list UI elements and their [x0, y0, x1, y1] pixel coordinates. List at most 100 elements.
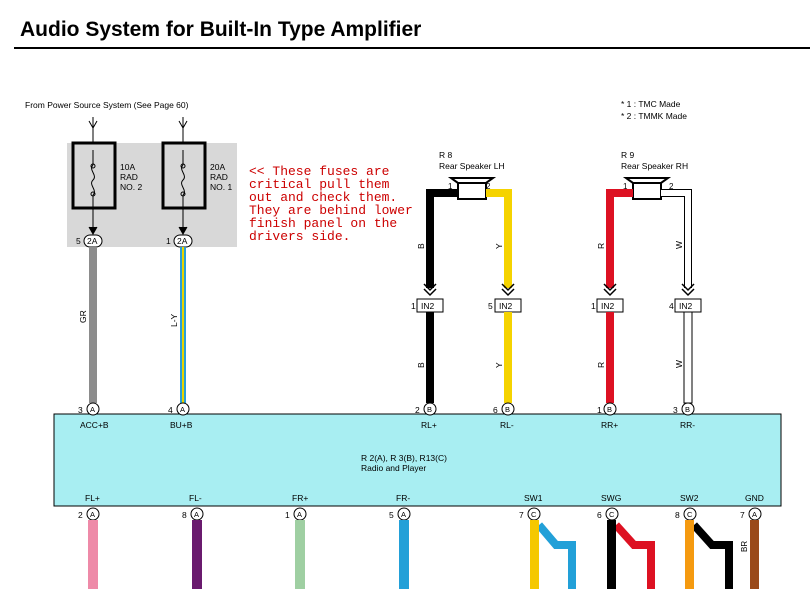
legend-line-2: * 2 : TMMK Made [621, 111, 687, 121]
fuse-amp-1: 10A [120, 162, 135, 172]
in2-label-4: IN2 [679, 301, 693, 311]
wire-y-top [486, 189, 512, 288]
fuse-pin-1: 5 [76, 236, 81, 246]
wire-fl-minus [192, 520, 202, 589]
bot-pin-conn-3: A [297, 510, 302, 519]
wire-fl-plus [88, 520, 98, 589]
top-pin-conn-5: B [607, 405, 612, 414]
speaker-rh-pin2: 2 [669, 182, 674, 191]
speaker-lh-name: Rear Speaker LH [439, 161, 505, 171]
in2-wire-bottom-3: R [596, 362, 606, 368]
fuse-annotation: << These fuses are critical pull them ou… [249, 164, 421, 244]
speaker-lh-pin2: 2 [486, 182, 491, 191]
fuse-rad-no2 [71, 141, 117, 210]
in2-wire-top-3: R [596, 243, 606, 249]
bot-pin-label-2: FL- [189, 493, 202, 503]
top-pin-conn-4: B [505, 405, 510, 414]
fuse-name-2b: NO. 1 [210, 182, 232, 192]
legend-line-1: * 1 : TMC Made [621, 99, 681, 109]
speaker-rh-ref: R 9 [621, 150, 635, 160]
bot-pin-conn-2: A [194, 510, 199, 519]
top-pin-num-3: 2 [415, 405, 420, 415]
in2-chevrons [423, 283, 695, 297]
fuse-name-1b: NO. 2 [120, 182, 142, 192]
wire-fr-plus [295, 520, 305, 589]
in2-wire-bottom-2: Y [494, 362, 504, 368]
in2-pin-4: 4 [669, 301, 674, 311]
wire-swg-b [613, 522, 655, 589]
bot-pin-num-6: 6 [597, 510, 602, 520]
bot-pin-conn-5: C [531, 510, 537, 519]
bot-pin-conn-8: A [752, 510, 757, 519]
title-rule [14, 47, 810, 49]
wire-swg-a [607, 520, 616, 589]
top-pin-num-6: 3 [673, 405, 678, 415]
radio-top-pins: 3 A ACC+B 4 A BU+B 2 B RL+ 6 B RL- 1 B R… [78, 402, 695, 430]
top-pin-conn-3: B [427, 405, 432, 414]
bot-pin-conn-7: C [687, 510, 693, 519]
wire-ly-label: L-Y [169, 313, 179, 327]
wire-w-top [661, 190, 691, 288]
source-arrows [88, 117, 188, 143]
bot-pin-label-3: FR+ [292, 493, 308, 503]
top-pin-label-4: RL- [500, 420, 514, 430]
radio-bottom-pins: FL+ 2 A FL- 8 A FR+ 1 A FR- 5 A SW1 7 C … [78, 493, 764, 521]
bot-pin-conn-6: C [609, 510, 615, 519]
in2-pin-2: 5 [488, 301, 493, 311]
in2-pin-1: 1 [411, 301, 416, 311]
top-pin-label-1: ACC+B [80, 420, 109, 430]
top-pin-num-5: 1 [597, 405, 602, 415]
speaker-lh-icon [447, 177, 497, 200]
top-pin-num-4: 6 [493, 405, 498, 415]
bot-pin-label-4: FR- [396, 493, 410, 503]
in2-label-2: IN2 [499, 301, 513, 311]
in2-wire-top-1: B [416, 243, 426, 249]
fuse-name-2a: RAD [210, 172, 228, 182]
speaker-rh-name: Rear Speaker RH [621, 161, 688, 171]
wire-gr-label: GR [78, 310, 88, 323]
page-title: Audio System for Built-In Type Amplifier [20, 18, 422, 41]
radio-name: Radio and Player [361, 463, 426, 473]
wire-w-bottom [683, 311, 693, 404]
wire-r-bottom [606, 312, 614, 403]
wire-y-bottom [504, 312, 512, 403]
in2-wire-top-4: W [674, 241, 684, 249]
wire-b-top [426, 189, 458, 288]
bot-pin-label-7: SW2 [680, 493, 699, 503]
fuse-rad-no1 [161, 141, 207, 210]
conn-2a-1-label: 2A [87, 236, 98, 246]
in2-wire-bottom-1: B [416, 362, 426, 368]
speaker-rh-pin1: 1 [623, 182, 628, 191]
conn-2a-2-label: 2A [177, 236, 188, 246]
bot-pin-label-6: SWG [601, 493, 621, 503]
wire-sw2-b [691, 522, 733, 589]
top-pin-label-6: RR- [680, 420, 695, 430]
bot-pin-label-8: GND [745, 493, 764, 503]
bot-pin-num-5: 7 [519, 510, 524, 520]
bot-pin-num-1: 2 [78, 510, 83, 520]
bot-pin-num-2: 8 [182, 510, 187, 520]
bot-pin-num-4: 5 [389, 510, 394, 520]
in2-wire-top-2: Y [494, 243, 504, 249]
wire-fr-minus [399, 520, 409, 589]
top-pin-conn-6: B [685, 405, 690, 414]
wire-r-top [606, 189, 633, 288]
fuse-amp-2: 20A [210, 162, 225, 172]
wire-gnd-label: BR [740, 541, 749, 552]
radio-ref: R 2(A), R 3(B), R13(C) [361, 453, 447, 463]
bot-pin-num-3: 1 [285, 510, 290, 520]
fuse-name-1a: RAD [120, 172, 138, 182]
wire-sw1-b [535, 522, 576, 589]
radio-unit [53, 413, 782, 507]
top-pin-conn-1: A [90, 405, 95, 414]
source-note: From Power Source System (See Page 60) [25, 100, 189, 110]
in2-pin-3: 1 [591, 301, 596, 311]
wire-sw2-a [685, 520, 694, 589]
wire-gr [89, 247, 97, 403]
in2-label-1: IN2 [421, 301, 435, 311]
speaker-lh-pin1: 1 [448, 182, 453, 191]
top-pin-conn-2: A [180, 405, 185, 414]
wire-b-bottom [426, 312, 434, 403]
top-pin-num-1: 3 [78, 405, 83, 415]
